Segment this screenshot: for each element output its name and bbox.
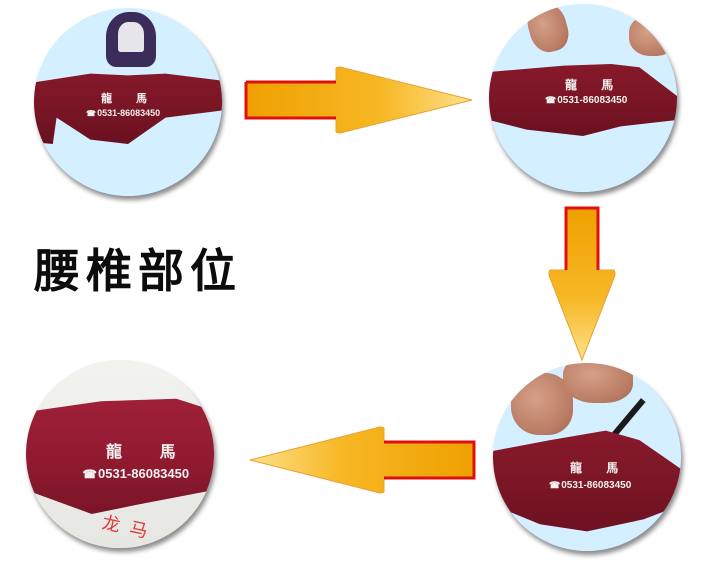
- step-1-photo: 龍 馬 ☎0531-86083450: [34, 8, 222, 196]
- step-3-photo: 龍 馬 ☎0531-86083450: [493, 363, 681, 551]
- brand-text: 龍 馬: [101, 92, 157, 105]
- belt-label: 龍 馬 ☎0531-86083450: [86, 90, 160, 118]
- left-hand: [523, 4, 573, 57]
- phone-number: ☎0531-86083450: [545, 95, 628, 106]
- telephone-icon: ☎: [545, 95, 557, 105]
- hand: [511, 373, 573, 435]
- hand-upper: [563, 363, 633, 403]
- page-title: 腰椎部位: [34, 244, 242, 298]
- belt-label: 龍 馬 ☎0531-86083450: [80, 438, 192, 481]
- step-4-photo: 龍 馬 ☎0531-86083450 龙马: [26, 360, 214, 548]
- phone-number: ☎0531-86083450: [86, 108, 161, 118]
- telephone-icon: ☎: [549, 480, 561, 490]
- telephone-icon: ☎: [86, 109, 97, 118]
- belt: [26, 398, 214, 514]
- brand-text: 龍 馬: [565, 78, 624, 92]
- arrow-down-icon: [548, 206, 616, 362]
- phone-number: ☎0531-86083450: [82, 466, 190, 481]
- telephone-icon: ☎: [82, 468, 98, 481]
- belt-label: 龍 馬 ☎0531-86083450: [549, 459, 631, 491]
- belt: [493, 430, 681, 532]
- brand-text: 龍 馬: [570, 461, 629, 475]
- step-2-photo: 龍 馬 ☎0531-86083450: [489, 4, 677, 192]
- phone-number: ☎0531-86083450: [549, 480, 632, 491]
- massager-device: [106, 12, 156, 67]
- arrow-left-icon: [249, 426, 476, 494]
- arrow-right-icon: [244, 66, 473, 134]
- belt-label: 龍 馬 ☎0531-86083450: [545, 76, 627, 106]
- right-hand: [629, 16, 675, 56]
- brand-text: 龍 馬: [106, 442, 192, 461]
